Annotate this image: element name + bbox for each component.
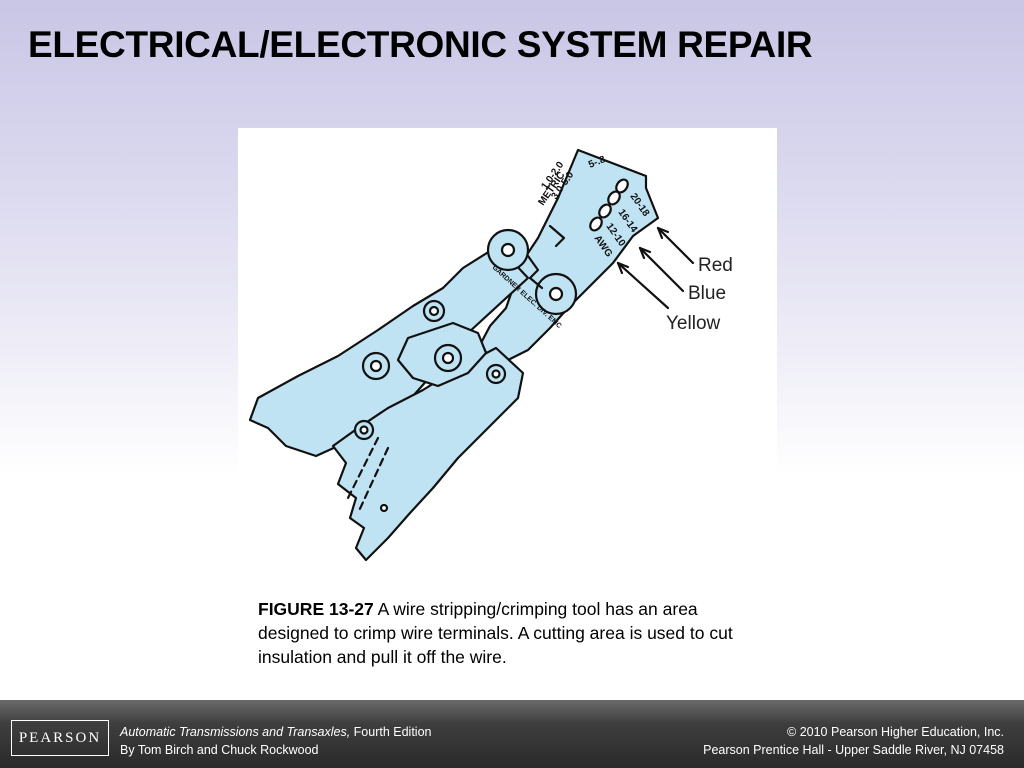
label-red: Red — [698, 255, 733, 276]
publisher-line: Pearson Prentice Hall - Upper Saddle Riv… — [703, 743, 1004, 757]
footer-book-info: Automatic Transmissions and Transaxles, … — [120, 723, 431, 759]
label-yellow: Yellow — [666, 313, 721, 334]
book-title: Automatic Transmissions and Transaxles, — [120, 725, 351, 739]
strip-holes — [589, 178, 629, 232]
figure-caption: FIGURE 13-27 A wire stripping/crimping t… — [258, 597, 758, 669]
pointer-arrows — [616, 226, 695, 310]
figure-number: FIGURE 13-27 — [258, 599, 374, 619]
book-edition: Fourth Edition — [350, 725, 432, 739]
footer-bar: PEARSON Automatic Transmissions and Tran… — [0, 700, 1024, 768]
footer-copyright-info: © 2010 Pearson Higher Education, Inc. Pe… — [703, 723, 1004, 759]
pearson-logo: PEARSON — [11, 720, 109, 756]
figure-image: 5-.8 1.0-2.0 3.0-5.0 METRIC 20-18 16-14 … — [238, 128, 777, 568]
label-blue: Blue — [688, 283, 726, 304]
book-authors: By Tom Birch and Chuck Rockwood — [120, 743, 319, 757]
caption-text: A wire stripping/crimping tool has an ar… — [258, 599, 733, 667]
crimp-notch — [526, 254, 544, 290]
copyright-line: © 2010 Pearson Higher Education, Inc. — [787, 725, 1004, 739]
slide-title: ELECTRICAL/ELECTRONIC SYSTEM REPAIR — [28, 24, 813, 65]
